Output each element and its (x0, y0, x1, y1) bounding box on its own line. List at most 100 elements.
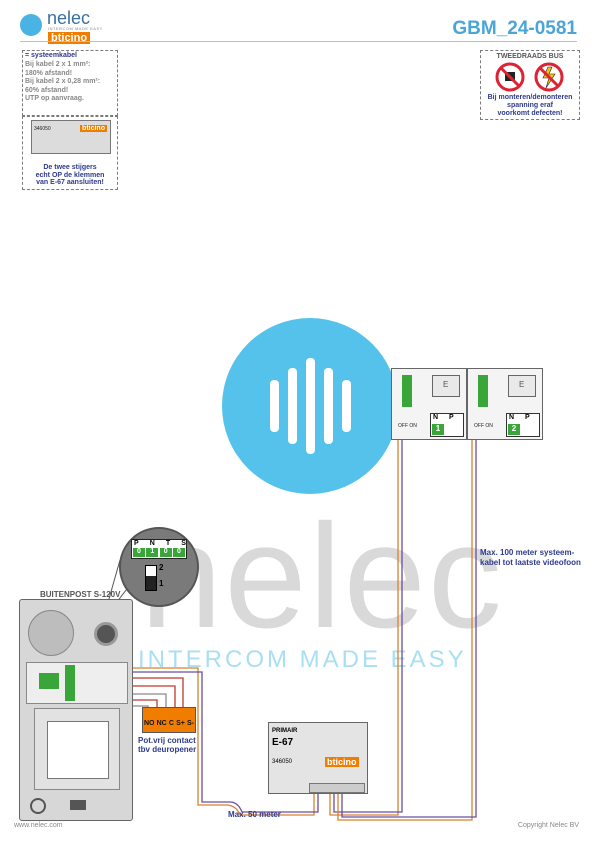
cable-note-line: 180% afstand! (25, 69, 73, 77)
document-id: GBM_24-0581 (452, 18, 577, 39)
risers-note-text: De twee stijgers echt OP de klemmen van … (23, 164, 117, 187)
cable-note-line: 60% afstand! (25, 86, 69, 94)
bus-wire-purple (72, 671, 319, 813)
monitor-np-block: N P 1 (430, 413, 464, 437)
power-model: E-67 (272, 737, 294, 748)
power-code: 346050 (272, 759, 293, 765)
name-card (47, 721, 109, 779)
monitor-p-label: P (449, 414, 454, 421)
name-card-area (34, 708, 120, 790)
e67-mini-module: 346050 bticino (31, 120, 111, 154)
monitor-p-label: P (525, 414, 530, 421)
bus-warning-line: Bij monteren/demonteren (487, 94, 573, 101)
monitor-terminals (402, 375, 412, 407)
risers-note-line: De twee stijgers (43, 164, 97, 171)
nelec-logo-icon (20, 14, 42, 36)
dip-switch-magnifier: P N T S 0 1 0 0 2 1 (119, 527, 199, 607)
relay-terminal: S- (186, 720, 194, 727)
monitor-screen: E (508, 375, 536, 397)
dip-block: P N T S 0 1 0 0 (131, 539, 187, 559)
dip-label: T (165, 540, 171, 547)
dip-value: 0 (159, 548, 172, 557)
dip-label: P (134, 540, 139, 547)
brand-name: nelec (47, 8, 91, 28)
selector-knob (146, 566, 156, 576)
monitor-n-label: N (433, 414, 439, 421)
outdoor-unit (19, 599, 133, 821)
monitor-terminals (478, 375, 488, 407)
footer-website: www.nelec.com (14, 822, 63, 829)
risers-note-line: van E-67 aansluiten! (36, 179, 104, 186)
dip-label: N (149, 540, 155, 547)
mini-module-brand: bticino (80, 125, 107, 132)
cable-note-line: Bij kabel 2 x 0,28 mm²: (25, 78, 101, 86)
risers-note-box: 346050 bticino De twee stijgers echt OP … (22, 116, 118, 190)
cable-note-body: Bij kabel 2 x 1 mm²: 180% afstand! Bij k… (25, 61, 100, 104)
dip-block-small (39, 673, 59, 689)
video-monitor: E OFF ON N P 1 (391, 368, 467, 440)
e67-power-supply: PRIMAIR E-67 346050 bticino (268, 722, 368, 794)
watermark-word: nelec (140, 494, 504, 659)
relay-terminal: NO (144, 720, 155, 727)
bus-wire-orange (72, 667, 315, 816)
cable-note-box: = systeemkabel Bij kabel 2 x 1 mm²: 180%… (22, 50, 118, 116)
bus-wire-purple (333, 438, 403, 813)
monitor-n-value: 2 (508, 424, 520, 435)
monitor-screen-label: E (443, 380, 449, 389)
relay-terminal: S+ (176, 720, 185, 727)
switch-label: 1 (159, 579, 164, 588)
video-monitor: E OFF ON N P 2 (467, 368, 543, 440)
switch-label: 2 (159, 563, 164, 572)
cable-note-line: Bij kabel 2 x 1 mm²: (25, 61, 91, 68)
relay-terminal: C (168, 720, 174, 727)
relay-terminal: NC (156, 720, 167, 727)
bus-warning-title: TWEEDRAADS BUS (496, 53, 564, 60)
monitor-n-label: N (509, 414, 515, 421)
brand-tagline: INTERCOM MADE EASY (48, 26, 103, 31)
no-plug-warning-icon (495, 62, 564, 92)
dip-labels: P N T S (134, 540, 186, 547)
power-label: PRIMAIR (272, 728, 298, 734)
relay-caption: Pot.vrij contact tbv deuropener (138, 736, 196, 754)
max100-label: Max. 100 meter systeem- kabel tot laatst… (480, 548, 581, 568)
monitor-screen: E (432, 375, 460, 397)
bus-warning-box: TWEEDRAADS BUS Bij monteren/demonteren s… (480, 50, 580, 120)
max100-line: kabel tot laatste videofoon (480, 558, 581, 567)
cable-note-title: = systeemkabel (25, 52, 77, 59)
bus-wire-orange (329, 438, 399, 816)
selector-switch (145, 565, 157, 591)
monitor-switch: OFF ON (398, 423, 417, 429)
power-brand: bticino (325, 757, 359, 767)
risers-note-line: echt OP de klemmen (35, 171, 105, 179)
screw-icon (70, 800, 86, 810)
dip-values: 0 1 0 0 (133, 548, 185, 557)
relay-block: NO NC C S+ S- (142, 707, 196, 733)
relay-caption-line: tbv deuropener (138, 745, 197, 754)
monitor-np-block: N P 2 (506, 413, 540, 437)
power-terminals (309, 783, 365, 793)
terminal-board (26, 662, 128, 704)
footer-copyright: Copyright Nelec BV (517, 822, 579, 829)
cable-note-line: UTP op aanvraag. (25, 95, 85, 103)
speaker-icon (28, 610, 74, 656)
mini-module-code: 346050 (34, 126, 51, 132)
monitor-n-value: 1 (432, 424, 444, 435)
dip-label: S (181, 540, 186, 547)
terminal-strip (65, 665, 75, 701)
monitor-switch: OFF ON (474, 423, 493, 429)
watermark-logo-icon (222, 318, 398, 494)
max100-line: Max. 100 meter systeem- (480, 548, 575, 557)
monitor-screen-label: E (519, 380, 525, 389)
relay-caption-line: Pot.vrij contact (138, 736, 196, 745)
header-divider (20, 41, 577, 42)
bus-warning-line: voorkomt defecten! (497, 110, 563, 117)
max50-label: Max. 50 meter (228, 810, 281, 819)
relay-terminals: NO NC C S+ S- (144, 720, 194, 727)
camera-icon (94, 622, 118, 646)
bus-warning-line: spanning eraf (507, 102, 553, 109)
bus-wire-orange (337, 438, 473, 821)
push-button-icon (30, 798, 46, 814)
bus-warning-text: Bij monteren/demonteren spanning eraf vo… (481, 94, 579, 118)
dip-value: 0 (133, 548, 145, 557)
